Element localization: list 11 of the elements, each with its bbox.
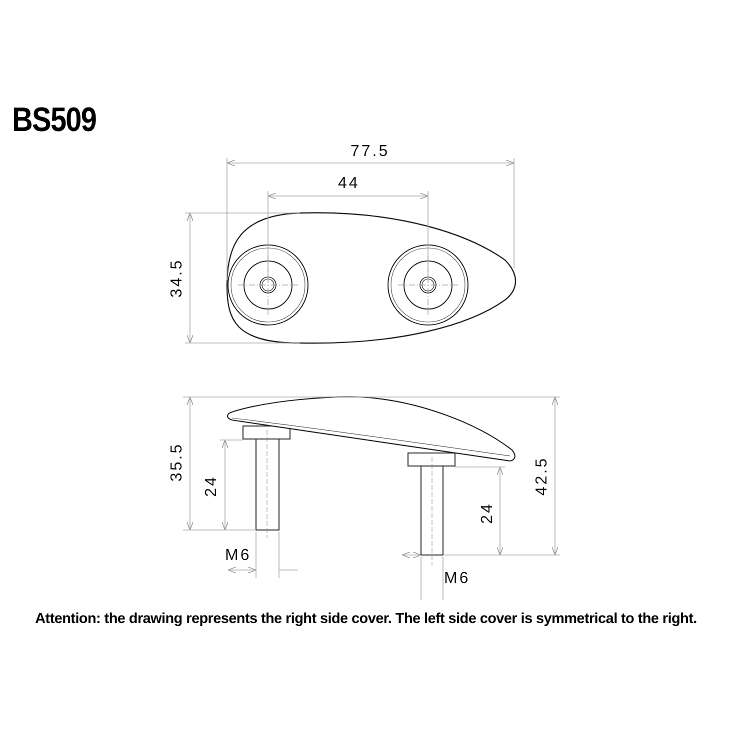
dimension-label: 77.5 bbox=[350, 144, 390, 160]
part-number-heading: BS509 bbox=[12, 103, 96, 137]
dimension-label: 35.5 bbox=[169, 442, 186, 482]
dimension-label: 34.5 bbox=[169, 258, 186, 298]
thread-size-label: M6 bbox=[444, 571, 470, 587]
dimension-label: 24 bbox=[480, 502, 496, 524]
dimension-label: 42.5 bbox=[534, 456, 550, 496]
thread-size-label: M6 bbox=[225, 548, 252, 564]
dimension-label: 44 bbox=[338, 176, 360, 192]
dimension-label: 24 bbox=[204, 475, 220, 497]
note-text: Attention: the drawing represents the right side cover. The left side cover is symmetrical to the right. bbox=[34, 612, 698, 626]
